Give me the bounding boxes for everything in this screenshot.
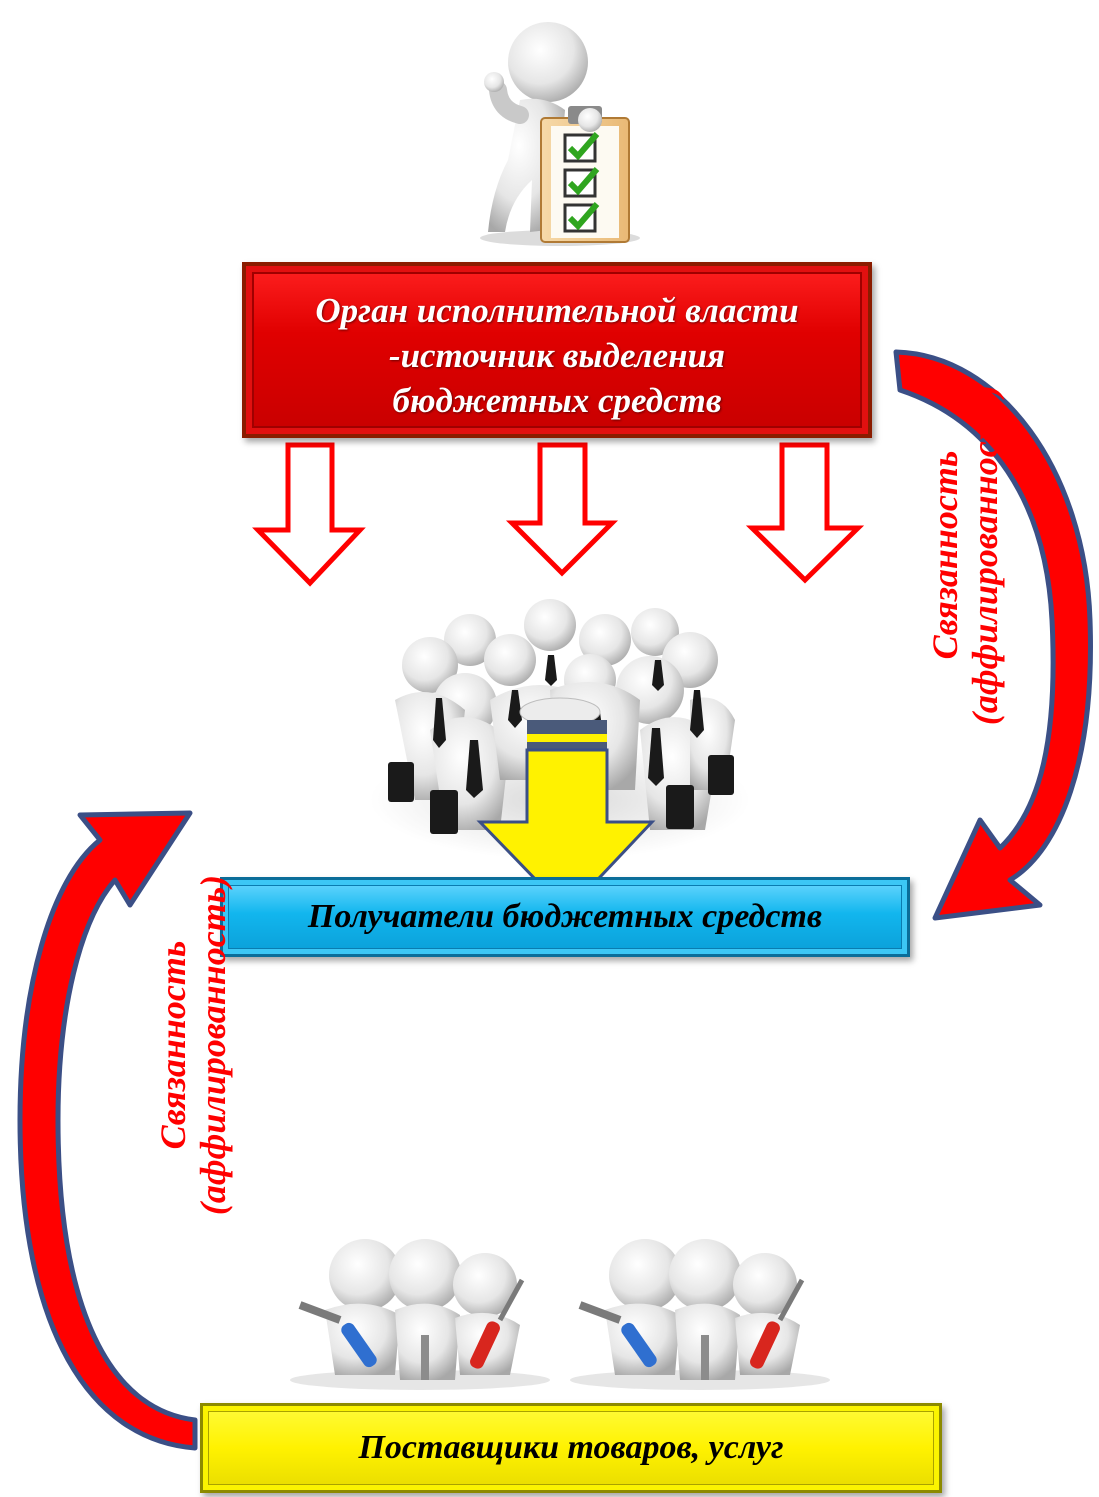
workers-group-left-icon — [290, 1239, 550, 1390]
budget-recipients-box: Получатели бюджетных средств — [220, 877, 910, 957]
yellow-down-arrow-icon — [476, 720, 656, 915]
executive-line-3: бюджетных средств — [392, 381, 722, 420]
executive-line-1: Орган исполнительной власти — [315, 291, 799, 330]
checklist-person-icon — [480, 22, 640, 246]
down-arrow-right-icon — [745, 442, 865, 584]
down-arrow-center-icon — [505, 442, 619, 577]
left-connection-label: Связанность (аффилированность) — [153, 825, 243, 1265]
left-connection-line-1: Связанность — [153, 940, 193, 1150]
down-arrow-left-icon — [252, 442, 366, 587]
workers-group-right-icon — [570, 1239, 830, 1390]
left-connection-line-2: (аффилированность) — [193, 874, 233, 1216]
suppliers-box: Поставщики товаров, услуг — [200, 1403, 942, 1493]
curved-arrow-right-icon — [893, 349, 1093, 921]
executive-authority-text: Орган исполнительной власти -источник вы… — [246, 288, 868, 423]
curved-arrow-left-icon — [17, 810, 198, 1451]
suppliers-label: Поставщики товаров, услуг — [358, 1429, 784, 1466]
right-connection-label: Связанность (аффилированность) — [925, 335, 1015, 775]
executive-authority-box: Орган исполнительной власти -источник вы… — [242, 262, 872, 438]
budget-recipients-label: Получатели бюджетных средств — [307, 898, 823, 935]
right-connection-line-2: (аффилированность) — [965, 384, 1005, 726]
right-connection-line-1: Связанность — [925, 450, 965, 660]
executive-line-2: -источник выделения — [388, 336, 726, 375]
